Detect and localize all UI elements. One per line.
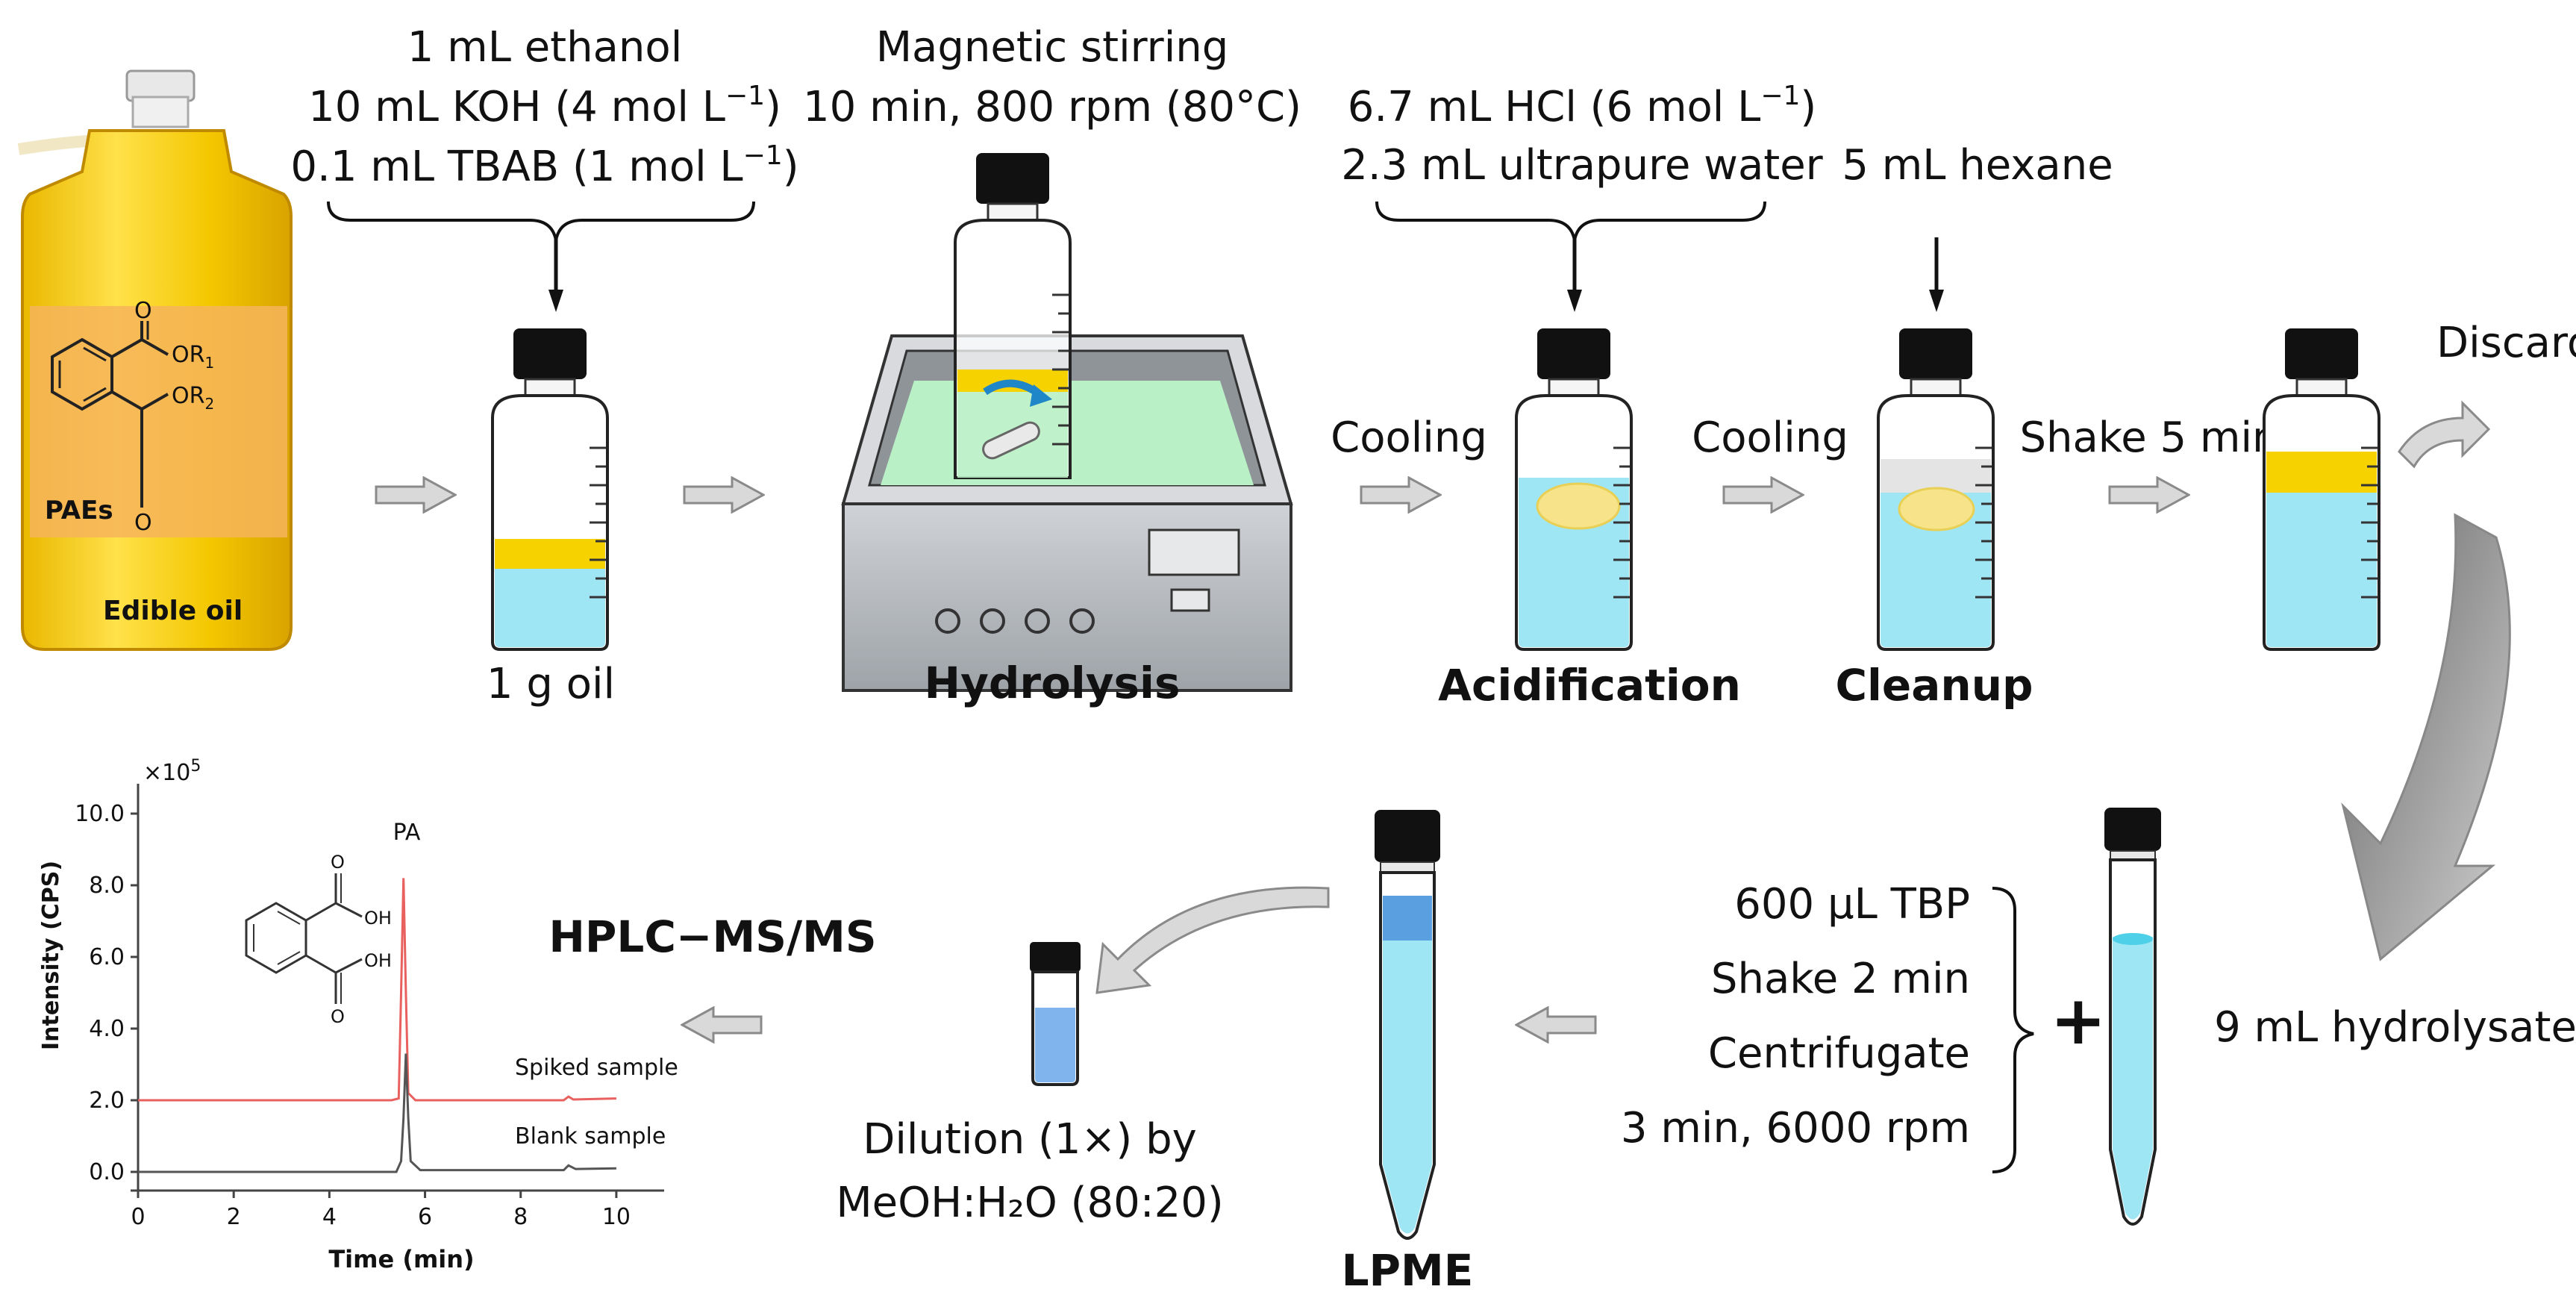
reagent-hcl: 6.7 mL HCl (6 mol L−1) <box>1348 81 1817 131</box>
step-lpme: LPME <box>1342 1245 1474 1296</box>
flow-arrow-3 <box>1360 476 1442 514</box>
stir-bar-icon <box>982 421 1040 460</box>
stirring-conditions: Magnetic stirring 10 min, 800 rpm (80°C) <box>803 23 1301 131</box>
condition-centrifugate: Centrifugate <box>1708 1029 1970 1078</box>
vial-dilution: Dilution (1×) by MeOH:H₂O (80:20) <box>836 942 1224 1227</box>
y-tick-label: 4.0 <box>89 1016 125 1042</box>
flow-arrow-2 <box>683 476 765 514</box>
down-arrow-1 <box>548 237 563 312</box>
x-tick-label: 4 <box>322 1204 337 1230</box>
peak-label: PA <box>393 820 421 846</box>
bottle-oil: 1 g oil <box>487 328 615 708</box>
paes-label: PAEs <box>45 496 113 525</box>
or2-label: OR2 <box>172 383 214 413</box>
series-line-spiked <box>138 878 616 1102</box>
blank-annotation: Blank sample <box>515 1123 666 1150</box>
svg-text:OH: OH <box>364 950 392 971</box>
down-arrow-3 <box>1929 237 1944 312</box>
plus-sign: + <box>2050 982 2106 1060</box>
dilution-line-2: MeOH:H₂O (80:20) <box>836 1179 1223 1227</box>
oil-mass-label: 1 g oil <box>487 660 615 708</box>
tube-hydrolysate <box>2104 808 2161 1226</box>
y-tick-label: 6.0 <box>89 944 125 970</box>
y-tick-label: 10.0 <box>75 801 125 827</box>
flow-arrow-7 <box>681 1006 763 1044</box>
flow-arrow-5 <box>2108 476 2190 514</box>
tube-lpme: LPME <box>1342 810 1474 1296</box>
svg-text:OH: OH <box>364 908 392 929</box>
y-tick-label: 2.0 <box>89 1088 125 1114</box>
x-tick-label: 10 <box>602 1204 631 1230</box>
step-hydrolysis: Hydrolysis <box>925 658 1181 708</box>
cooling-label-2: Cooling <box>1692 414 1848 462</box>
reagents-group-1: 1 mL ethanol 10 mL KOH (4 mol L−1) 0.1 m… <box>290 23 799 312</box>
carbonyl-o-bottom: O <box>134 510 152 536</box>
brace-2 <box>1375 201 1766 241</box>
hydrolysate-label: 9 mL hydrolysate <box>2214 1003 2576 1052</box>
y-tick-label: 8.0 <box>89 873 125 899</box>
reagent-ethanol: 1 mL ethanol <box>407 23 683 72</box>
x-axis-label: Time (min) <box>328 1245 474 1273</box>
condition-speed: 3 min, 6000 rpm <box>1621 1104 1970 1152</box>
or1-label: OR1 <box>172 342 214 372</box>
svg-text:O: O <box>331 852 345 873</box>
reagent-water: 2.3 mL ultrapure water <box>1341 141 1823 190</box>
y-tick-label: 0.0 <box>89 1159 125 1185</box>
bottle-separated: Discard <box>2263 319 2576 651</box>
phthalic-acid-structure: O OH OH O <box>245 852 392 1027</box>
brace-conditions <box>1992 887 2034 1173</box>
carbonyl-o-top: O <box>134 298 152 324</box>
hydrolysis-apparatus: Hydrolysis <box>841 153 1293 708</box>
cooling-label-1: Cooling <box>1331 414 1487 462</box>
flow-arrow-1 <box>375 476 457 514</box>
condition-shake: Shake 2 min <box>1711 955 1970 1003</box>
chromatogram-chart: 0.0 2.0 4.0 6.0 8.0 10.0 0 2 4 6 8 10 ×105 PA Spike… <box>38 757 678 1273</box>
x-tick-label: 8 <box>513 1204 528 1230</box>
reagent-koh: 10 mL KOH (4 mol L−1) <box>308 81 781 131</box>
bottle-cleanup: Cleanup <box>1835 328 2033 711</box>
svg-text:O: O <box>331 1006 345 1027</box>
reagents-group-2: 6.7 mL HCl (6 mol L−1) 2.3 mL ultrapure … <box>1341 81 1824 312</box>
series-line-blank <box>138 1053 616 1173</box>
hexane-label: 5 mL hexane <box>1842 141 2113 190</box>
step-cleanup: Cleanup <box>1835 660 2033 711</box>
lpme-conditions: 600 μL TBP Shake 2 min Centrifugate 3 mi… <box>1621 880 2034 1173</box>
hexane-addition: 5 mL hexane <box>1842 141 2113 312</box>
x-tick-label: 0 <box>131 1204 145 1230</box>
stirring-params: 10 min, 800 rpm (80°C) <box>803 83 1301 131</box>
dilution-line-1: Dilution (1×) by <box>863 1115 1197 1164</box>
brace-1 <box>327 201 755 241</box>
flow-arrow-4 <box>1722 476 1804 514</box>
curved-arrow-dilution <box>1095 886 1330 994</box>
condition-tbp: 600 μL TBP <box>1734 880 1970 929</box>
edible-oil-label: Edible oil <box>103 596 243 626</box>
y-multiplier: ×105 <box>143 757 201 786</box>
spiked-annotation: Spiked sample <box>515 1055 678 1081</box>
step-hplc: HPLC−MS/MS <box>548 911 876 962</box>
y-axis-label: Intensity (CPS) <box>38 861 64 1050</box>
curved-arrow-hydrolysate <box>2341 513 2511 961</box>
x-tick-label: 2 <box>227 1204 241 1230</box>
discard-label: Discard <box>2436 319 2576 367</box>
flow-arrow-6 <box>1515 1006 1597 1044</box>
bottle-acidification: Acidification <box>1438 328 1741 711</box>
edible-oil-bottle: O OR1 OR2 O PAEs Edible oil <box>17 69 293 651</box>
step-acidification: Acidification <box>1438 660 1741 711</box>
shake-label: Shake 5 min <box>2019 414 2278 462</box>
x-tick-label: 6 <box>418 1204 432 1230</box>
discard-arrow <box>2398 400 2491 469</box>
reagent-tbab: 0.1 mL TBAB (1 mol L−1) <box>290 140 798 191</box>
down-arrow-2 <box>1567 237 1582 312</box>
stirring-label: Magnetic stirring <box>876 23 1229 72</box>
